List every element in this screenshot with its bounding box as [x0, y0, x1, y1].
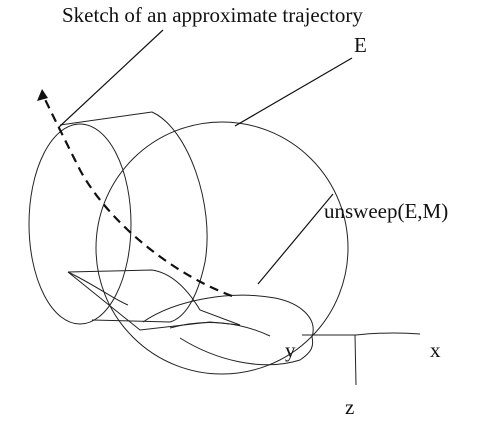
wedge-crease: [67, 271, 129, 306]
region-e-leader-line: [234, 57, 353, 127]
cylinder-right-rim: [151, 111, 208, 323]
trajectory-path: [41, 92, 233, 298]
sphere-e: [95, 121, 349, 375]
cylinder-front-face: [28, 123, 132, 325]
unsweep-label: unsweep(E,M): [324, 199, 448, 223]
trajectory-caption: Sketch of an approximate trajectory: [62, 3, 363, 27]
trajectory-leader-line: [57, 29, 164, 129]
unsweep-upper-arc: [142, 294, 314, 338]
wedge-lower: [67, 271, 241, 331]
axis-z-label: z: [345, 395, 354, 419]
axis-horizontal: [302, 332, 421, 336]
wedge-upper: [67, 269, 241, 326]
axis-x-label: x: [430, 338, 441, 362]
unsweep-lower-arc: [179, 336, 314, 366]
cylinder-top-edge: [59, 111, 153, 126]
region-e-label: E: [354, 33, 367, 57]
axes-triad: y x z: [285, 332, 441, 419]
unsweep-leader-line: [257, 193, 334, 285]
trajectory-arrowhead: [37, 89, 48, 101]
axis-y-label: y: [285, 338, 296, 362]
cylinder-bottom-edge: [91, 319, 171, 323]
axis-z-line: [354, 334, 357, 386]
